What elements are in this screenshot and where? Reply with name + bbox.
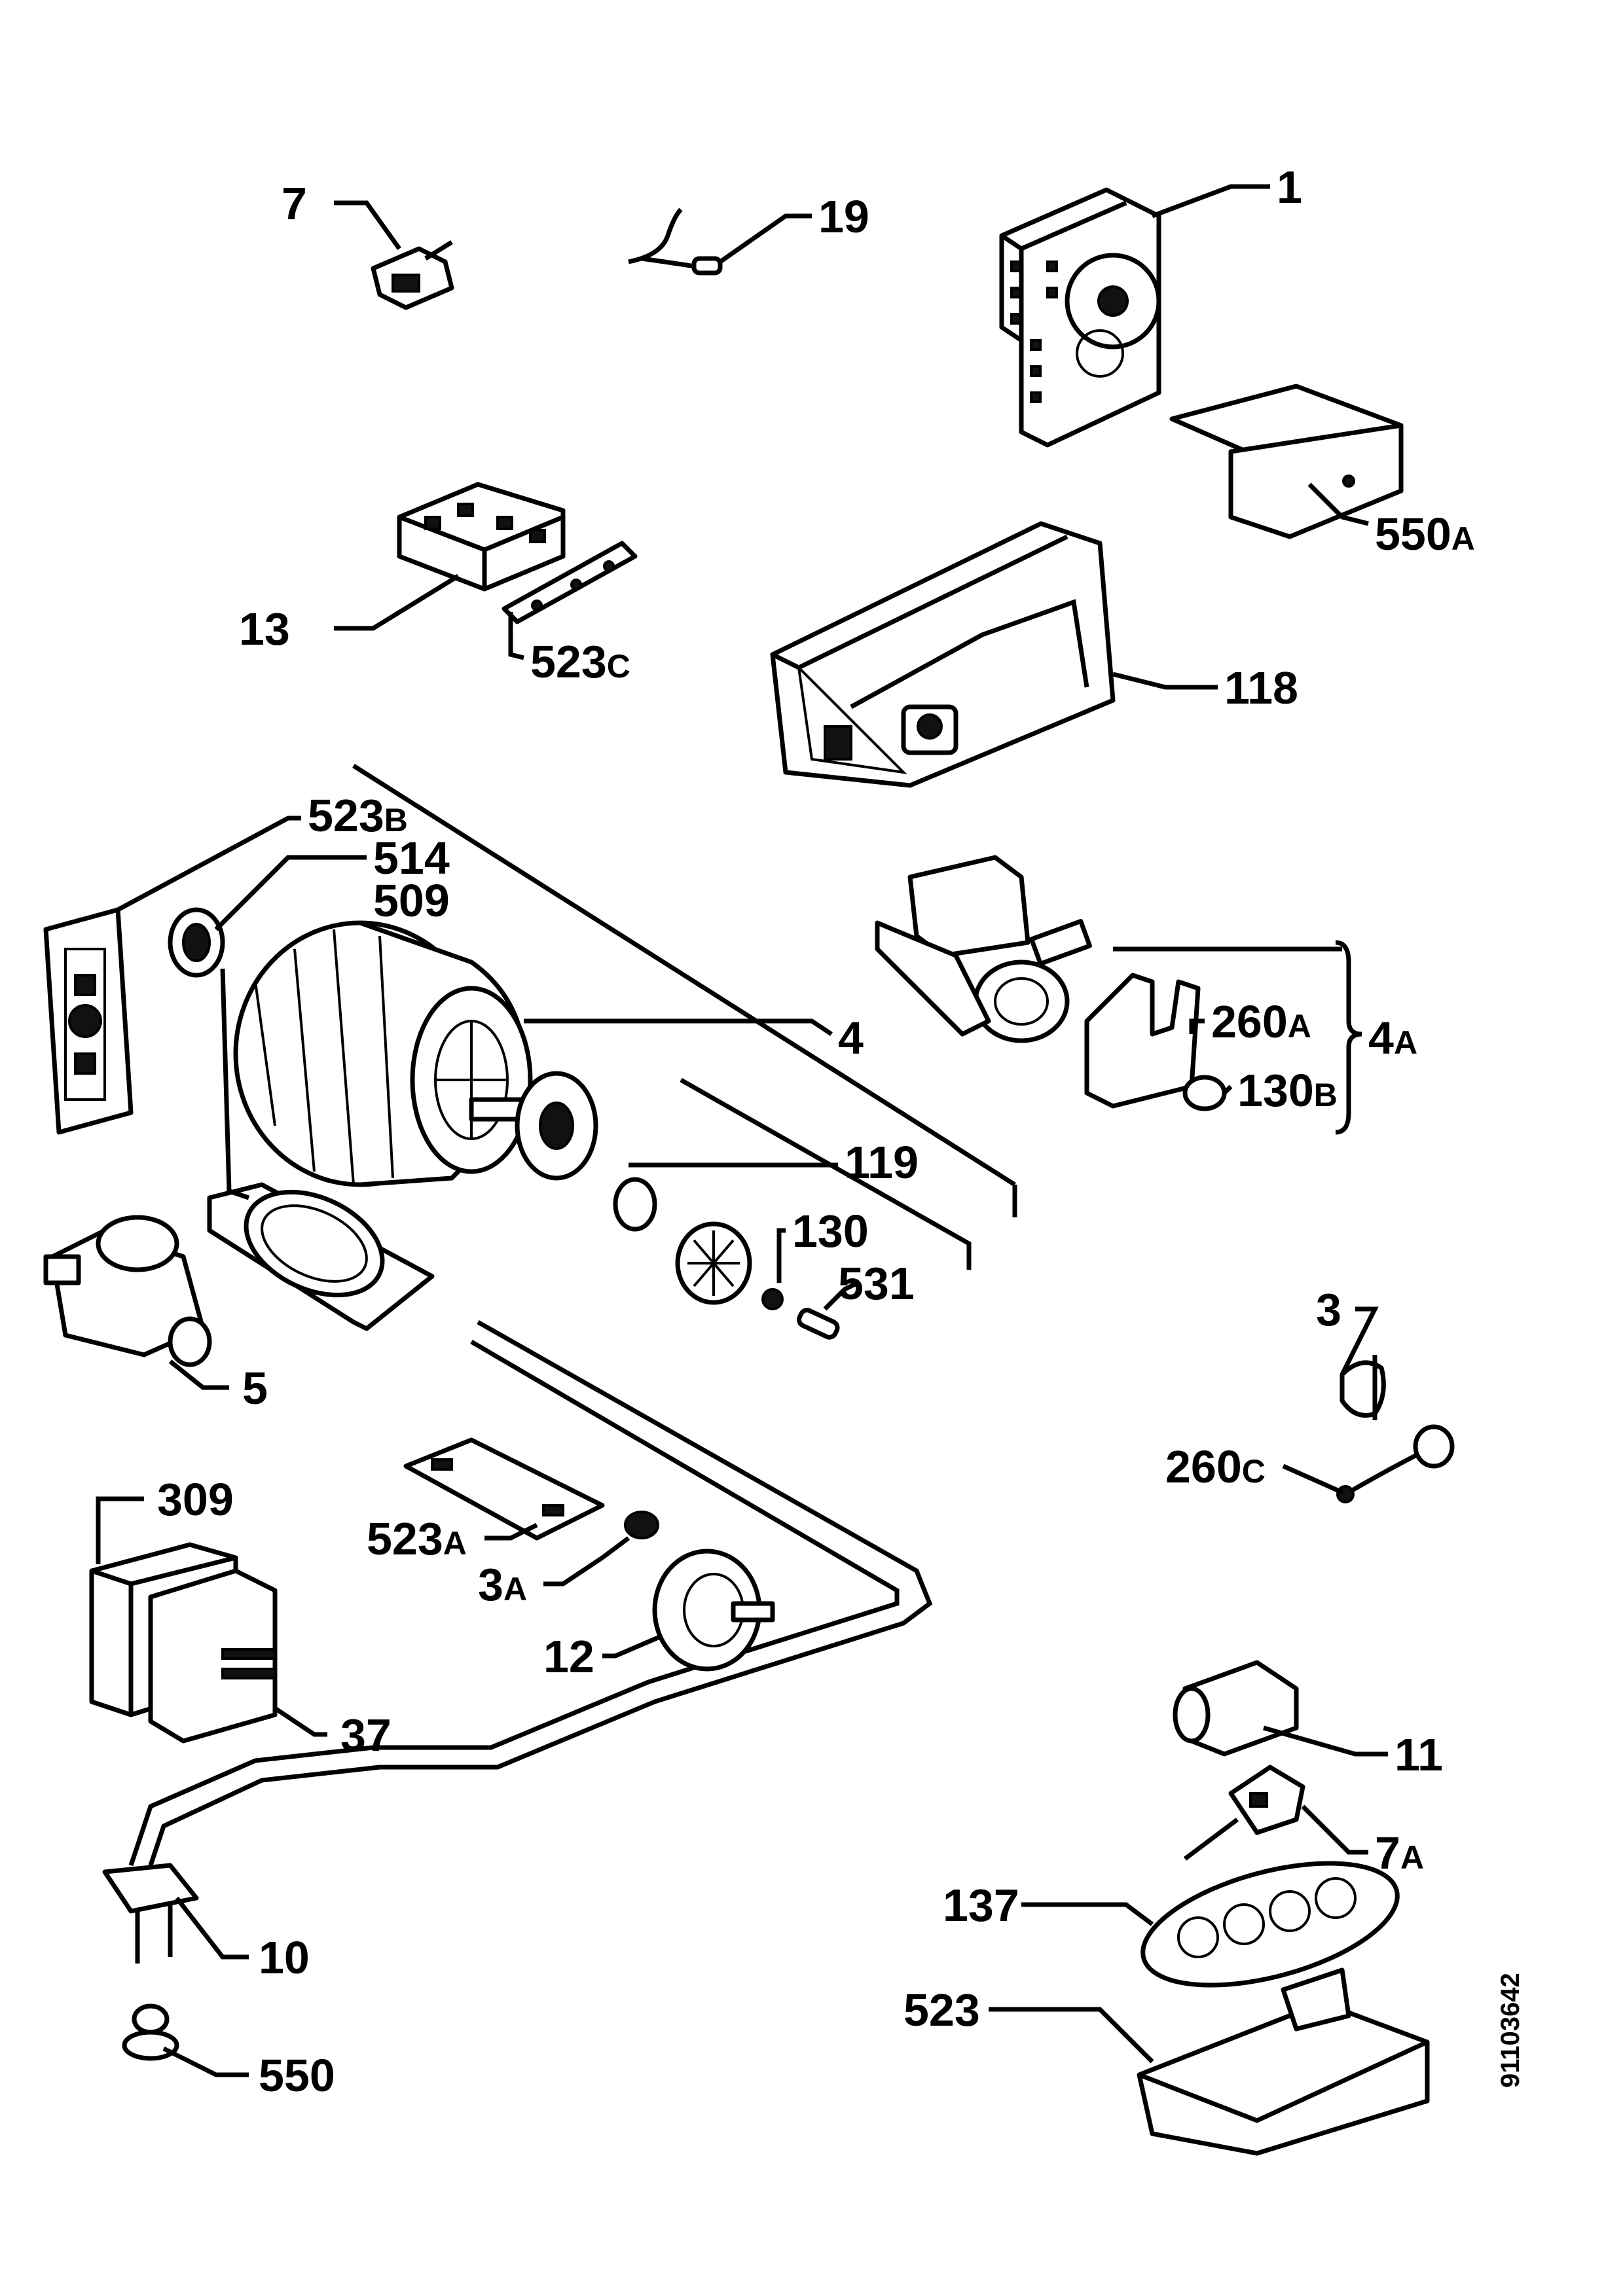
part-label-5: 5	[242, 1363, 268, 1414]
part-label-7: 7	[282, 178, 307, 229]
pressure-switch-drawing	[652, 1549, 775, 1672]
part-label-37: 37	[340, 1710, 392, 1761]
part-label-260C: 260C	[1165, 1441, 1266, 1492]
bracket-drawing	[43, 907, 134, 1135]
switch-plate-drawing	[403, 1437, 605, 1541]
part-label-523: 523	[903, 1984, 980, 2036]
part-label-509: 509	[373, 875, 450, 926]
part-label-11: 11	[1395, 1729, 1443, 1780]
small-switch-drawing	[371, 240, 454, 310]
ring-drawing	[168, 907, 225, 978]
part-label-13: 13	[239, 603, 290, 655]
leader-lines	[96, 184, 1388, 2077]
inlet-valve-drawing	[875, 855, 1342, 1109]
small-sensor-drawing	[600, 1511, 659, 1560]
part-label-1: 1	[1277, 162, 1302, 213]
part-label-130: 130	[792, 1206, 869, 1257]
switch-block-drawing	[397, 482, 566, 592]
part-label-531: 531	[838, 1258, 915, 1309]
micro-switch-drawing	[1183, 1765, 1305, 1861]
dispenser-drawing	[770, 521, 1116, 788]
impeller-drawing	[515, 1071, 972, 1305]
pressure-block-drawing	[43, 1215, 212, 1367]
cover-box-drawing	[1169, 384, 1404, 539]
wire-link-drawing	[628, 207, 723, 276]
o-ring-drawing	[1182, 1075, 1227, 1111]
diagram-code: 91103642	[1496, 1973, 1525, 2088]
part-label-550: 550	[259, 2050, 335, 2101]
thermostat-block-drawing	[89, 1542, 278, 1744]
part-label-3: 3	[1316, 1284, 1341, 1335]
group-bracket-4A	[1335, 940, 1362, 1135]
part-label-523C: 523C	[530, 636, 630, 687]
part-label-3A: 3A	[478, 1559, 527, 1610]
capacitor-drawing	[1173, 1660, 1299, 1757]
part-label-137: 137	[943, 1880, 1019, 1931]
part-label-119: 119	[845, 1137, 919, 1188]
part-label-550A: 550A	[1375, 509, 1475, 560]
part-label-260A: 260A	[1211, 996, 1311, 1047]
part-label-12: 12	[543, 1631, 594, 1682]
part-label-309: 309	[157, 1474, 234, 1525]
motor-drawing	[233, 764, 1017, 1217]
part-label-130B: 130B	[1237, 1065, 1338, 1116]
hose-loop-drawing	[1336, 1424, 1455, 1503]
part-label-514: 514	[373, 833, 450, 884]
part-label-523A: 523A	[367, 1513, 467, 1564]
part-label-523B: 523B	[308, 790, 408, 841]
screw-drawing	[761, 1288, 840, 1340]
float-sensor-drawing	[1340, 1355, 1386, 1420]
timer-unit-drawing	[999, 187, 1161, 448]
part-label-7A: 7A	[1375, 1827, 1424, 1878]
part-label-10: 10	[259, 1932, 310, 1983]
sump-base-drawing	[1137, 1967, 1430, 2156]
part-labels: 1 7 19 550A 13 523C 118 523B 514 509 4 2…	[157, 162, 1525, 2101]
heating-element-drawing	[102, 1319, 933, 1964]
filter-drawing	[1140, 1861, 1400, 1988]
gasket-plate-drawing	[207, 1182, 435, 1331]
nut-drawing	[122, 2003, 179, 2061]
part-label-118: 118	[1224, 662, 1298, 713]
part-label-4: 4	[838, 1013, 864, 1064]
part-label-19: 19	[818, 191, 869, 242]
part-label-4A: 4A	[1368, 1013, 1417, 1064]
